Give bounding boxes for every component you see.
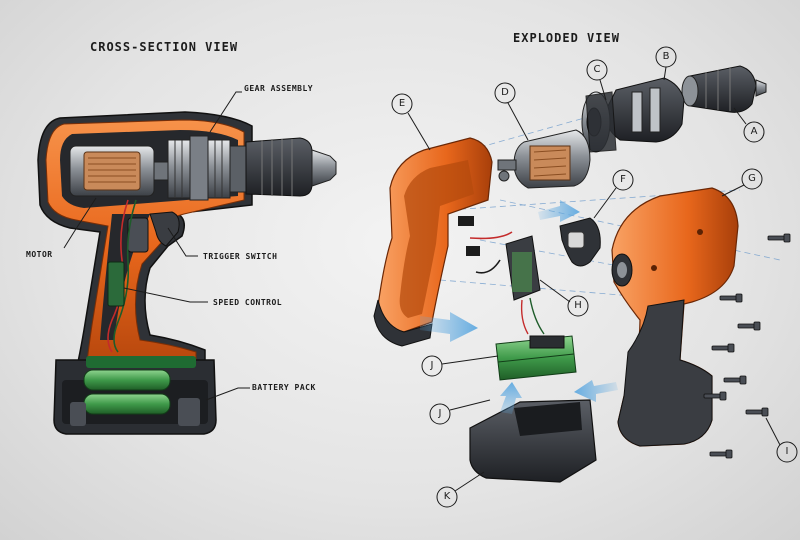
- callout-d: D: [501, 87, 509, 98]
- callout-e: E: [398, 98, 406, 109]
- wiring-black: [113, 199, 137, 353]
- part-g-right-housing: [611, 187, 739, 447]
- part-d-motor: [497, 129, 591, 189]
- arrow-icon: [420, 312, 478, 342]
- part-a-chuck: [681, 65, 767, 113]
- cross-section-title: CROSS-SECTION VIEW: [90, 40, 239, 54]
- part-k-battery-shell: [469, 399, 597, 483]
- part-b-gearbox: [603, 77, 685, 143]
- trigger: [149, 211, 180, 247]
- callout-c: C: [593, 64, 601, 75]
- callout-a: A: [750, 126, 758, 137]
- chuck: [245, 137, 337, 197]
- label-speed-control: SPEED CONTROL: [213, 298, 283, 307]
- part-f-trigger: [559, 217, 601, 267]
- part-e-left-housing: [373, 137, 493, 347]
- screw-icon: [711, 343, 735, 353]
- callout-j-terminal: J: [438, 408, 442, 419]
- callout-g: G: [748, 173, 756, 184]
- battery-pack-cross-section: [53, 356, 217, 435]
- screw-icon: [767, 233, 791, 243]
- callout-k: K: [443, 491, 451, 502]
- callout-b: B: [662, 51, 670, 62]
- cross-section-drill: [37, 111, 337, 435]
- screw-icon: [737, 321, 761, 331]
- exploded-callout-circles: [391, 46, 798, 508]
- assembly-arrows: [420, 200, 618, 414]
- label-gear-assembly: GEAR ASSEMBLY: [244, 84, 314, 93]
- handle-cavity: [100, 214, 150, 340]
- label-motor: MOTOR: [26, 250, 53, 259]
- part-c-gear-ring: [581, 91, 617, 153]
- speed-control-board: [107, 261, 125, 307]
- label-battery-pack: BATTERY PACK: [252, 383, 316, 392]
- screw-icon: [703, 391, 727, 401]
- arrow-icon: [538, 200, 580, 222]
- exploded-view-title: EXPLODED VIEW: [513, 31, 620, 45]
- part-j-battery-cells: [495, 335, 577, 381]
- callout-i: I: [785, 446, 789, 457]
- callout-f: F: [620, 174, 626, 185]
- screw-icon: [719, 293, 743, 303]
- part-h-speed-control: [458, 216, 545, 335]
- part-i-screws: [703, 233, 791, 459]
- screw-icon: [709, 449, 733, 459]
- callout-h: H: [574, 300, 582, 311]
- screw-icon: [723, 375, 747, 385]
- motor: [69, 145, 169, 197]
- screw-icon: [745, 407, 769, 417]
- arrow-icon: [500, 382, 522, 414]
- arrow-icon: [574, 380, 618, 402]
- label-trigger-switch: TRIGGER SWITCH: [203, 252, 278, 261]
- callout-j-cells: J: [430, 360, 434, 371]
- gear-assembly: [167, 135, 247, 201]
- cross-section-leaders: [63, 91, 250, 401]
